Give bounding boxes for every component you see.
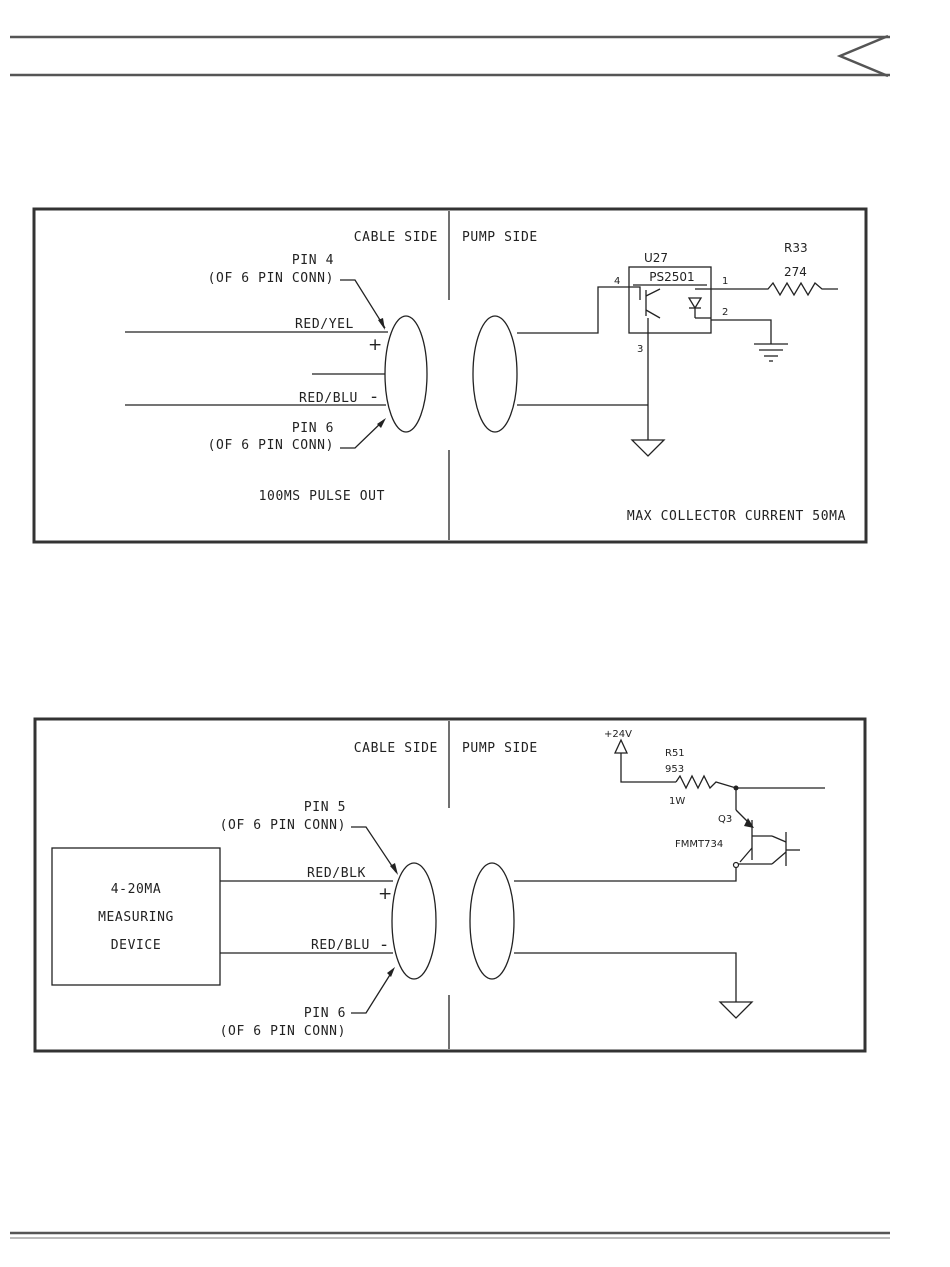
current-loop-diagram: CABLE SIDE PUMP SIDE 4-20MA MEASURING DE… [35,719,865,1051]
cable-side-label-2: CABLE SIDE [354,741,438,756]
opto-transistor-emitter [646,310,660,318]
ground-symbol-2 [720,1002,752,1018]
pin6-label: PIN 6 [292,421,334,436]
q3-label: Q3 [718,814,732,825]
minus-sign-2: - [381,935,387,955]
pin6-arrowhead-2 [387,967,395,977]
pin2-wire [711,320,771,344]
red-yel-label: RED/YEL [295,317,354,332]
minus-sign: - [371,387,377,407]
pump-connector-2 [470,863,514,979]
ps2501-label: PS2501 [649,270,694,284]
pin-num-1: 1 [722,276,728,287]
opto-led-icon [689,298,701,308]
pump-side-label-2: PUMP SIDE [462,741,538,756]
pin6-conn-label-2: (OF 6 PIN CONN) [220,1024,346,1039]
pin5-conn-label: (OF 6 PIN CONN) [220,818,346,833]
pin-num-3: 3 [637,344,643,355]
r33-resistor [711,283,838,295]
r51-value: 953 [665,764,684,775]
u27-label: U27 [644,251,668,265]
r51-watt: 1W [669,796,685,807]
plus24v-arrow-icon [615,740,627,753]
pump-connector [473,316,517,432]
cable-side-label: CABLE SIDE [354,230,438,245]
header-rule [10,36,890,76]
cable-connector [385,316,427,432]
collector-wire-2 [514,865,736,881]
pulse-output-diagram: CABLE SIDE PUMP SIDE PIN 4 (OF 6 PIN CON… [34,209,866,542]
diagram1-frame [34,209,866,542]
return-wire-2 [514,953,736,1002]
opto-transistor-collector [646,289,660,296]
pin6-leader-2 [351,970,393,1013]
red-blu-label-2: RED/BLU [311,938,370,953]
footer-rule [10,1233,890,1238]
pin4-arrowhead [378,318,385,330]
r33-label: R33 [784,241,808,255]
pump-side-label: PUMP SIDE [462,230,538,245]
device-line2: MEASURING [98,910,174,925]
q2-emitter [772,836,786,842]
pin6-arrowhead [377,418,386,428]
plus-sign: + [368,335,382,355]
plus-sign-2: + [378,884,392,904]
pin-num-4: 4 [614,276,620,287]
pin6-label-2: PIN 6 [304,1006,346,1021]
red-blu-label: RED/BLU [299,391,358,406]
device-line1: 4-20MA [111,882,162,897]
pin6-conn-label: (OF 6 PIN CONN) [208,438,334,453]
collector-wire [517,287,640,333]
r33-value: 274 [784,265,807,279]
max-current-label: MAX COLLECTOR CURRENT 50MA [627,509,846,524]
red-blk-label: RED/BLK [307,866,366,881]
q3-collector [740,848,752,862]
pin-num-2: 2 [722,307,728,318]
ground-symbol-1 [632,440,664,456]
fmmt-label: FMMT734 [675,839,723,850]
r51-label: R51 [665,748,685,759]
r51-resistor [676,776,825,788]
device-line3: DEVICE [111,938,162,953]
pin4-conn-label: (OF 6 PIN CONN) [208,271,334,286]
plus24v-label: +24V [604,729,632,740]
pin5-label: PIN 5 [304,800,346,815]
cable-connector-2 [392,863,436,979]
q2-collector [772,852,786,864]
pulse-label: 100MS PULSE OUT [259,489,385,504]
junction-collector [734,863,739,868]
pin4-label: PIN 4 [292,253,334,268]
